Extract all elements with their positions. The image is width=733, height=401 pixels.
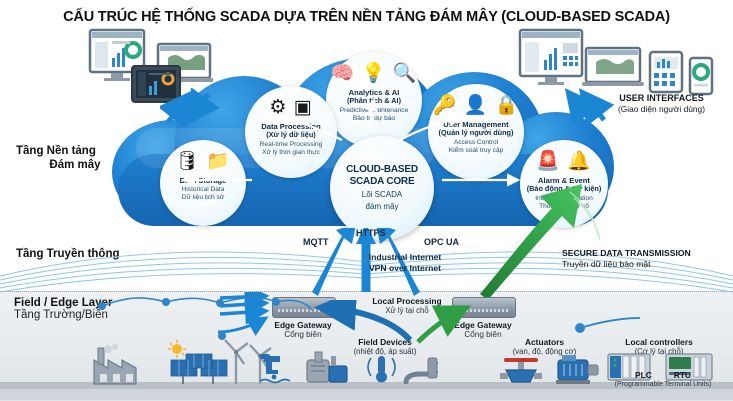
core-sub-line2: đám mây xyxy=(365,202,399,211)
data-storage-icons: 🛢 📁 xyxy=(174,151,232,172)
rtu-label: RTU xyxy=(673,370,691,380)
communication-sublabel-line1: Industrial Internet xyxy=(368,252,442,262)
communication-layer-graphics xyxy=(0,228,733,296)
field-devices-vi: (nhiệt độ, áp suất) xyxy=(353,347,417,356)
edge-gateway-right-caption: Edge Gateway Cổng biên xyxy=(443,320,523,340)
plc-rtu-labels: PLC RTU (Programmable Terminal Units) xyxy=(598,370,728,388)
user-interfaces-vi: (Giao diện người dùng) xyxy=(618,104,705,114)
communication-sublabel: Industrial Internet VPN over Internet xyxy=(340,252,470,273)
edge-gateway-left-en: Edge Gateway xyxy=(274,320,332,330)
rtu-device-icon xyxy=(665,353,713,381)
field-devices-en: Field Devices xyxy=(358,337,412,347)
page-title: CẤU TRÚC HỆ THỐNG SCADA DỰA TRÊN NỀN TẢN… xyxy=(63,9,670,25)
gateway-led-row xyxy=(458,309,510,312)
edge-gateway-left-caption: Edge Gateway Cổng biên xyxy=(263,320,343,340)
protocol-https: HTTPS xyxy=(356,228,386,238)
edge-gateway-left-vi: Cổng biên xyxy=(284,330,322,339)
user-management-sub-vi: Kiểm soát truy cập xyxy=(448,146,504,154)
processing-sub-vi: Xử lý thời gian thực xyxy=(262,148,320,156)
left-dashboard-devices xyxy=(88,28,213,103)
node-data-storage[interactable]: 🛢 📁 Data Storage Historical Data Dữ liệu… xyxy=(160,140,246,226)
motor-icon xyxy=(556,355,599,384)
right-user-interface-devices xyxy=(518,28,714,96)
local-controllers-caption: Local controllers (Cơ lý tại chỗ) xyxy=(604,337,714,357)
field-to-gateway-arrows xyxy=(218,292,270,337)
right-bidirectional-arrows xyxy=(564,88,615,124)
alarm-icons: 🚨 🔔 xyxy=(536,151,592,172)
alarm-title-en: Alarm & Event xyxy=(538,176,590,185)
edge-gateway-right-vi: Cổng biên xyxy=(464,330,502,339)
plc-device-icon xyxy=(607,353,651,381)
field-sensor-links xyxy=(98,296,640,340)
field-layer-label-en: Field / Edge Layer xyxy=(14,297,113,309)
local-controllers-vi: (Cơ lý tại chỗ) xyxy=(634,347,684,356)
communication-sublabel-line2: VPN over Internet xyxy=(368,262,442,273)
local-controllers-en: Local controllers xyxy=(625,337,693,347)
cloud-layer-label: Tầng Nền tảng Đám mây xyxy=(16,145,156,172)
local-processing-vi: Xử lý tại chỗ xyxy=(385,306,429,315)
protocol-opc-ua: OPC UA xyxy=(424,237,460,247)
floor-strip xyxy=(0,389,733,400)
user-management-title-vi: (Quản lý người dùng) xyxy=(438,128,514,137)
field-layer-label-vi: Tầng Trường/Biên xyxy=(14,309,108,321)
analytics-icons: 🧠 💡 🔍 xyxy=(330,63,418,84)
cloud-layer-label-line1: Tầng Nền tảng xyxy=(16,145,96,157)
communication-layer-label: Tầng Truyền thông xyxy=(16,248,120,260)
plug-connector-icon xyxy=(403,357,438,384)
alarm-title-vi: (Báo động & Sự kiện) xyxy=(526,184,602,193)
temperature-sensor-icon xyxy=(367,356,396,383)
cloud-layer-label-line2: Đám mây xyxy=(49,158,101,171)
analytics-title-en: Analytics & AI xyxy=(348,88,400,97)
data-storage-sub-en: Historical Data xyxy=(181,186,225,193)
field-layer-label: Field / Edge Layer Tầng Trường/Biên xyxy=(14,297,189,321)
data-storage-sub-vi: Dữ liệu lịch sử xyxy=(181,194,225,201)
secure-transmission-arrow xyxy=(480,184,600,300)
processing-title-en: Data Processing xyxy=(261,122,321,131)
gateway-field-connectors xyxy=(314,300,471,344)
core-title-line2: SCADA CORE xyxy=(349,176,415,187)
user-interfaces-caption: USER INTERFACES (Giao diện người dùng) xyxy=(590,93,733,115)
gateway-led-row xyxy=(278,309,330,312)
protocol-mqtt: MQTT xyxy=(303,237,329,247)
plc-label: PLC xyxy=(635,370,652,380)
user-management-sub-en: Access Control xyxy=(453,138,499,146)
user-interfaces-en: USER INTERFACES xyxy=(619,93,704,103)
ground-line xyxy=(0,382,733,389)
core-sub-line1: Lõi SCADA xyxy=(361,190,403,199)
local-processing-caption: Local Processing Xử lý tại chỗ xyxy=(352,296,462,316)
user-management-title-en: User Management xyxy=(443,120,509,129)
node-alarm-event[interactable]: 🚨 🔔 Alarm & Event (Báo động & Sự kiện) I… xyxy=(520,140,608,228)
actuators-vi: (van, độ, động cơ) xyxy=(512,347,577,356)
secure-transmission-en: SECURE DATA TRANSMISSION xyxy=(562,248,691,258)
factory-icon xyxy=(93,344,137,385)
node-user-management[interactable]: 🔑 👤 🔒 User Management (Quản lý người dùn… xyxy=(428,84,524,180)
node-data-processing[interactable]: ⚙ ▣ Data Processing (Xử lý dữ liệu) Real… xyxy=(245,86,337,178)
user-management-icons: 🔑 👤 🔒 xyxy=(432,95,520,116)
valve-actuator-icon xyxy=(500,358,542,383)
solar-panel-icon xyxy=(168,340,228,384)
left-bidirectional-arrows xyxy=(160,88,220,128)
processing-sub-en: Real-time Processing xyxy=(259,140,323,148)
cloud-based-scada-core[interactable]: CLOUD-BASED SCADA CORE Lõi SCADA đám mây xyxy=(330,136,434,240)
core-title-line1: CLOUD-BASED xyxy=(346,164,418,175)
actuators-caption: Actuators (van, độ, động cơ) xyxy=(492,337,597,357)
secure-transmission-caption: SECURE DATA TRANSMISSION Truyền dữ liệu … xyxy=(562,248,733,269)
pump-machine-icon xyxy=(306,351,348,383)
actuators-en: Actuators xyxy=(524,337,565,347)
processing-title-vi: (Xử lý dữ liệu) xyxy=(266,130,316,139)
core-to-node-arrows xyxy=(181,97,521,187)
secure-transmission-vi: Truyền dữ liệu bảo mật xyxy=(562,258,651,269)
analytics-sub-vi: Bảo trì dự báo xyxy=(352,114,396,122)
local-processing-en: Local Processing xyxy=(372,296,442,306)
water-valve-icon xyxy=(259,354,291,384)
edge-gateway-right-en: Edge Gateway xyxy=(454,320,512,330)
field-devices-caption: Field Devices (nhiệt độ, áp suất) xyxy=(330,337,440,357)
plc-rtu-sublabel: (Programmable Terminal Units) xyxy=(614,381,712,388)
